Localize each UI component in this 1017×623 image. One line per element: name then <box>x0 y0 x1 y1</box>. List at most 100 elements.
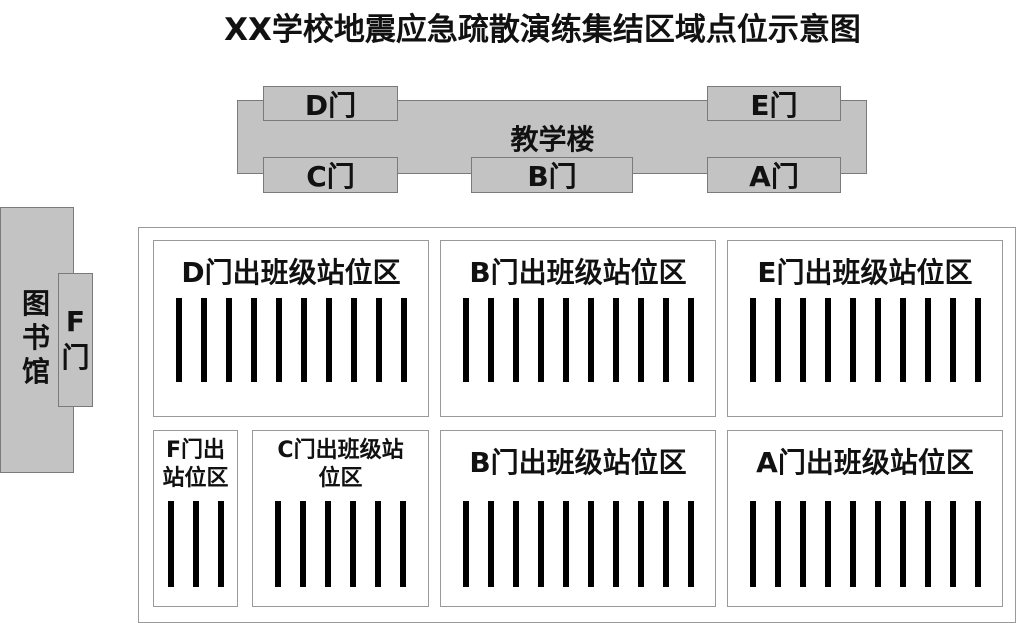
class-rows <box>154 298 428 382</box>
zone-title: D门出班级站位区 <box>181 256 401 289</box>
door-c-label: C门 <box>306 160 355 193</box>
class-row-line <box>167 501 174 587</box>
class-row-line <box>225 298 232 382</box>
door-f-label-char: F <box>65 305 86 338</box>
door-b: B门 <box>471 157 633 193</box>
class-row-line <box>637 298 644 382</box>
zone-a-door: A门出班级站位区 <box>727 430 1003 607</box>
class-rows <box>441 298 715 382</box>
teaching-building-label: 教学楼 <box>510 123 595 156</box>
zone-title-line: C门出班级站 <box>277 438 404 463</box>
class-row-line <box>949 501 956 587</box>
class-row-line <box>217 501 224 587</box>
zone-b-door-top: B门出班级站位区 <box>440 240 716 417</box>
class-row-line <box>300 298 307 382</box>
class-row-line <box>275 501 281 587</box>
class-row-line <box>662 298 669 382</box>
class-row-line <box>192 501 199 587</box>
class-row-line <box>562 298 569 382</box>
class-row-line <box>462 501 469 587</box>
zone-title: B门出班级站位区 <box>469 256 687 289</box>
class-row-line <box>562 501 569 587</box>
class-row-line <box>637 501 644 587</box>
class-row-line <box>687 298 694 382</box>
class-row-line <box>462 298 469 382</box>
class-row-line <box>537 298 544 382</box>
zone-title-line: 位区 <box>318 466 363 491</box>
class-rows <box>441 501 715 587</box>
class-row-line <box>899 501 906 587</box>
page-title: XX学校地震应急疏散演练集结区域点位示意图 <box>224 12 861 48</box>
door-c: C门 <box>263 157 398 193</box>
zone-title: F门出 站位区 <box>154 437 237 493</box>
class-row-line <box>799 501 806 587</box>
door-f: F 门 <box>58 273 93 407</box>
class-row-line <box>849 298 856 382</box>
class-rows <box>728 298 1002 382</box>
class-rows <box>253 501 428 587</box>
class-row-line <box>974 298 981 382</box>
door-a: A门 <box>707 157 841 193</box>
class-row-line <box>974 501 981 587</box>
class-row-line <box>487 501 494 587</box>
door-d: D门 <box>263 86 398 122</box>
zone-title-line: F门出 <box>165 438 226 463</box>
class-row-line <box>874 501 881 587</box>
door-e-label: E门 <box>750 88 798 122</box>
class-row-line <box>512 501 519 587</box>
library-label-char: 书 <box>21 321 50 354</box>
zone-title: E门出班级站位区 <box>757 256 973 289</box>
class-row-line <box>375 501 381 587</box>
class-row-line <box>899 298 906 382</box>
class-row-line <box>200 298 207 382</box>
class-row-line <box>350 501 356 587</box>
class-row-line <box>375 298 382 382</box>
door-a-label: A门 <box>749 160 799 193</box>
class-row-line <box>612 298 619 382</box>
zone-title: B门出班级站位区 <box>469 446 687 479</box>
class-row-line <box>400 298 407 382</box>
class-row-line <box>799 298 806 382</box>
class-row-line <box>924 501 931 587</box>
door-f-label-char: 门 <box>61 341 90 374</box>
class-row-line <box>400 501 406 587</box>
zone-e-door: E门出班级站位区 <box>727 240 1003 417</box>
library-label-char: 图 <box>21 287 50 320</box>
class-row-line <box>774 501 781 587</box>
zone-d-door: D门出班级站位区 <box>153 240 429 417</box>
door-e: E门 <box>707 86 841 122</box>
class-row-line <box>275 298 282 382</box>
class-row-line <box>175 298 182 382</box>
class-row-line <box>300 501 306 587</box>
zone-title: C门出班级站 位区 <box>253 437 428 493</box>
class-row-line <box>250 298 257 382</box>
class-row-line <box>924 298 931 382</box>
class-row-line <box>325 501 331 587</box>
class-row-line <box>824 501 831 587</box>
door-d-label: D门 <box>304 88 357 122</box>
class-row-line <box>949 298 956 382</box>
library-label-char: 馆 <box>21 355 50 388</box>
class-rows <box>728 501 1002 587</box>
class-rows <box>154 501 237 587</box>
class-row-line <box>512 298 519 382</box>
class-row-line <box>612 501 619 587</box>
class-row-line <box>749 298 756 382</box>
class-row-line <box>749 501 756 587</box>
class-row-line <box>537 501 544 587</box>
class-row-line <box>662 501 669 587</box>
class-row-line <box>687 501 694 587</box>
zone-f-door: F门出 站位区 <box>153 430 238 607</box>
zone-c-door: C门出班级站 位区 <box>252 430 429 607</box>
class-row-line <box>849 501 856 587</box>
zone-b-door-bottom: B门出班级站位区 <box>440 430 716 607</box>
library-label: 图 书 馆 <box>16 287 56 389</box>
class-row-line <box>587 501 594 587</box>
class-row-line <box>350 298 357 382</box>
class-row-line <box>774 298 781 382</box>
zone-title-line: 站位区 <box>162 466 229 491</box>
class-row-line <box>487 298 494 382</box>
door-b-label: B门 <box>527 160 577 193</box>
class-row-line <box>325 298 332 382</box>
class-row-line <box>824 298 831 382</box>
